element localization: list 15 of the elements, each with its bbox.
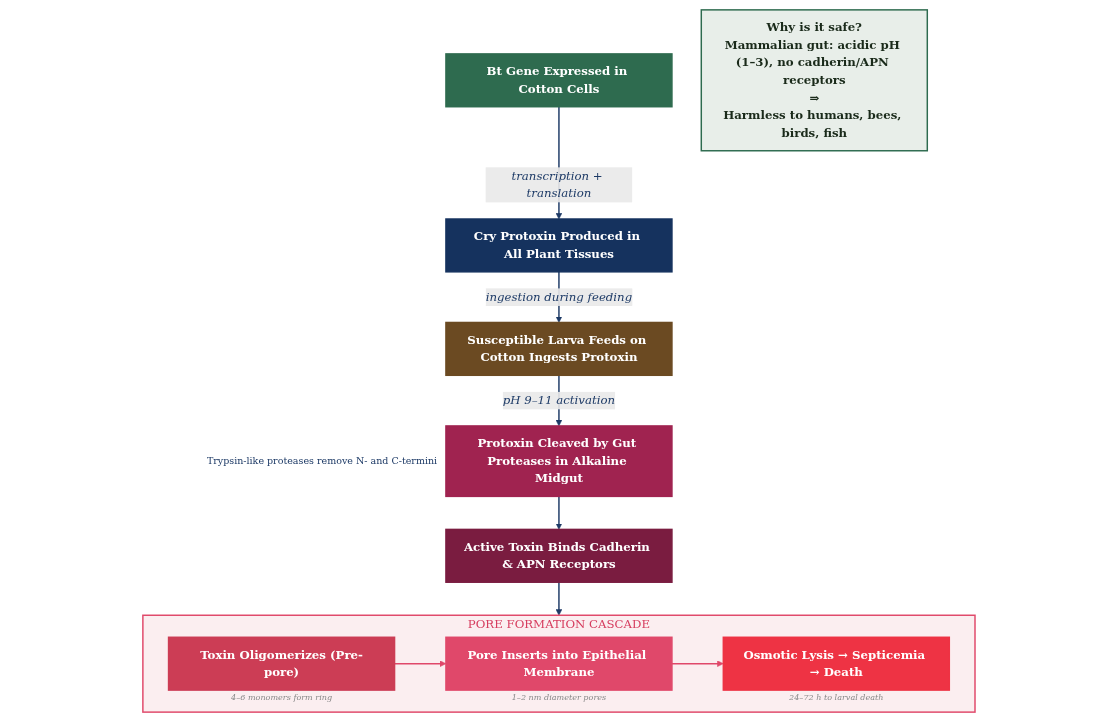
node-box: Protoxin Cleaved by Gut Proteases in Alkaline Midgut xyxy=(445,425,673,498)
edge-label: ingestion during feeding xyxy=(485,289,633,304)
arrow xyxy=(555,581,563,616)
node-box: Pore Inserts into Epithelial Membrane xyxy=(445,636,673,691)
edge-label: pH 9–11 activation xyxy=(502,393,616,408)
node-box: Cry Protoxin Produced in All Plant Tissues xyxy=(445,218,673,273)
node-box: Osmotic Lysis → Septicemia → Death xyxy=(722,636,951,691)
edge-label: transcription + translation xyxy=(511,168,603,201)
node-box: Susceptible Larva Feeds on Cotton Ingests Protoxin xyxy=(445,321,673,377)
node-box: Why is it safe? Mammalian gut: acidic pH (1–3), no cadherin/APN receptors ⇒ Harmless to humans, bees, birds, fish xyxy=(700,9,929,152)
node-box: Bt Gene Expressed in Cotton Cells xyxy=(445,53,673,108)
arrow xyxy=(555,495,563,530)
note-text: Trypsin-like proteases remove N- and C-termini xyxy=(206,455,438,467)
node-box: Toxin Oligomerizes (Pre-pore) xyxy=(167,636,396,691)
node-box: Active Toxin Binds Cadherin & APN Receptors xyxy=(445,528,673,583)
